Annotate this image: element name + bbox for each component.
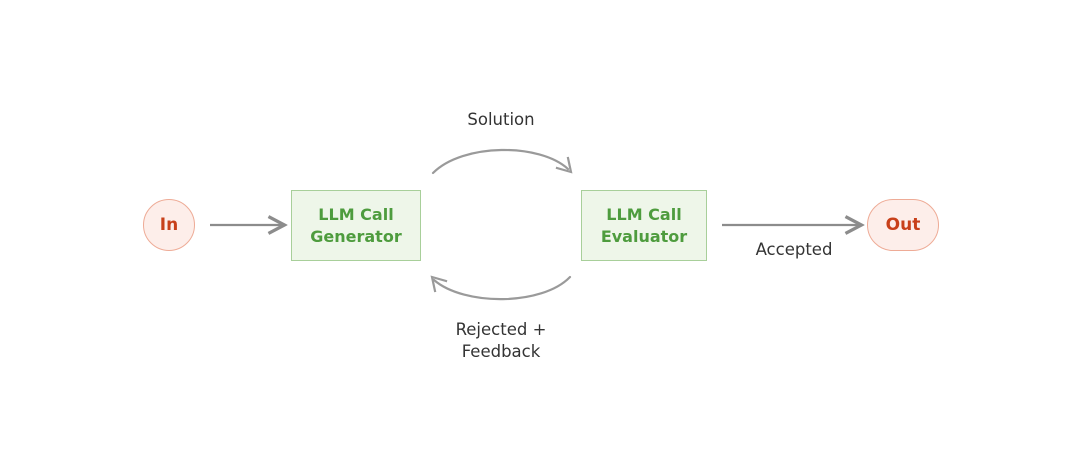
node-generator-label: LLM Call Generator xyxy=(310,205,402,246)
edge-evaluator-to-generator xyxy=(430,275,572,301)
node-llm-call-generator[interactable]: LLM Call Generator xyxy=(291,190,421,261)
edge-generator-to-evaluator xyxy=(431,148,573,175)
edge-label-solution: Solution xyxy=(467,110,535,129)
edge-label-accepted: Accepted xyxy=(755,240,833,259)
node-in[interactable]: In xyxy=(143,199,195,251)
node-llm-call-evaluator[interactable]: LLM Call Evaluator xyxy=(581,190,707,261)
edge-label-rejected-feedback: Rejected + Feedback xyxy=(455,320,547,362)
node-out[interactable]: Out xyxy=(867,199,939,251)
node-in-label: In xyxy=(159,215,179,235)
node-evaluator-label: LLM Call Evaluator xyxy=(600,205,688,246)
node-out-label: Out xyxy=(885,215,921,235)
